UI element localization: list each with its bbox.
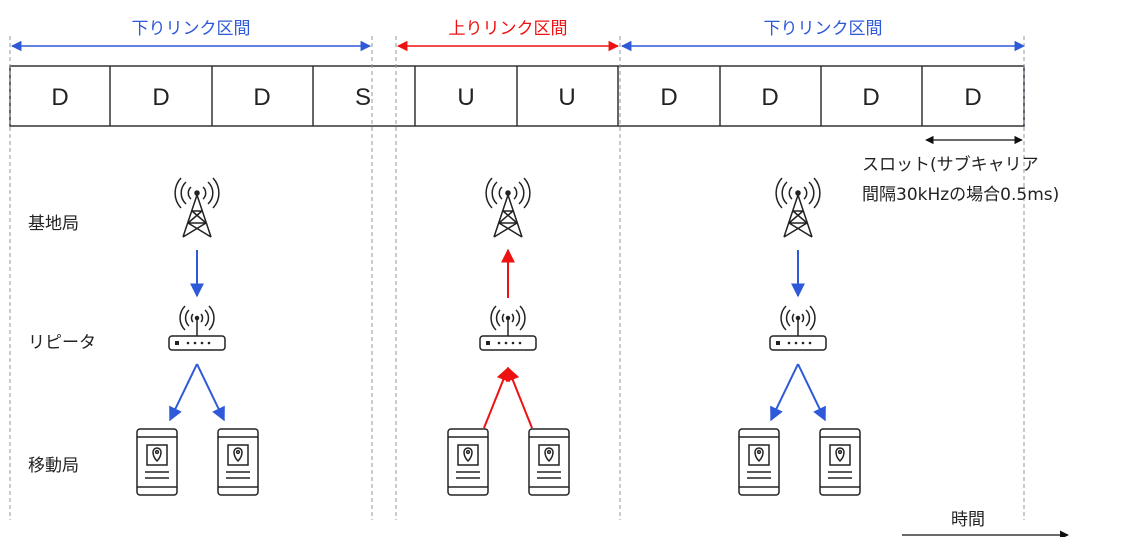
time-label: 時間 (951, 510, 985, 530)
period-label-downlink-1: 下りリンク区間 (132, 19, 251, 39)
smartphone-location-icon (136, 428, 178, 496)
period-downlink-1: 下りリンク区間 (10, 19, 372, 52)
period-label-downlink-2: 下りリンク区間 (764, 19, 883, 39)
downlink-arrow (797, 363, 826, 422)
slot-label: D (152, 84, 169, 111)
router-icon (479, 305, 537, 351)
slot-label: D (51, 84, 68, 111)
row-label-mobile-station: 移動局 (28, 456, 79, 476)
column-downlink-2 (738, 177, 861, 496)
slot-label: U (558, 84, 575, 111)
slot-label: D (964, 84, 981, 111)
slot-frame (9, 65, 1025, 127)
smartphone-location-icon (738, 428, 780, 496)
slot-label: D (761, 84, 778, 111)
slot-labels: D D D S U U D D D D (51, 84, 981, 111)
smartphone-location-icon (447, 428, 489, 496)
period-separators (9, 36, 1025, 520)
router-icon (168, 305, 226, 351)
cell-tower-icon (174, 177, 220, 238)
time-axis: 時間 (902, 510, 1069, 537)
column-downlink-1 (136, 177, 259, 496)
slot-note-line1: スロット(サブキャリア (862, 154, 1039, 175)
downlink-arrow (196, 363, 225, 422)
column-uplink (447, 177, 570, 496)
slot-label: D (862, 84, 879, 111)
uplink-arrow (506, 366, 533, 429)
slot-label: D (660, 84, 677, 111)
period-uplink: 上りリンク区間 (396, 19, 620, 52)
slot-label: U (457, 84, 474, 111)
cell-tower-icon (485, 177, 531, 238)
smartphone-location-icon (217, 428, 259, 496)
router-icon (769, 305, 827, 351)
slot-note-line2: 間隔30kHzの場合0.5ms) (862, 185, 1059, 205)
period-downlink-2: 下りリンク区間 (620, 19, 1026, 52)
period-label-uplink: 上りリンク区間 (449, 19, 568, 39)
smartphone-location-icon (528, 428, 570, 496)
row-label-base-station: 基地局 (28, 214, 79, 234)
cell-tower-icon (775, 177, 821, 238)
downlink-arrow (770, 363, 799, 422)
uplink-arrow (483, 366, 510, 429)
slot-label: S (355, 84, 371, 111)
slot-duration-marker: スロット(サブキャリア 間隔30kHzの場合0.5ms) (862, 135, 1059, 205)
row-label-repeater: リピータ (28, 333, 96, 353)
smartphone-location-icon (819, 428, 861, 496)
downlink-arrow (169, 363, 198, 422)
slot-label: D (253, 84, 270, 111)
